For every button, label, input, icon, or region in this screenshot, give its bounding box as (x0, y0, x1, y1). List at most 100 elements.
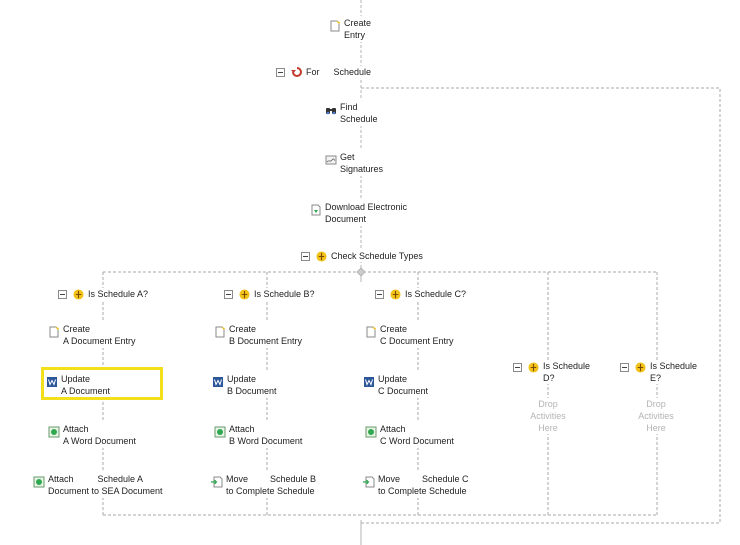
check-schedule-types-header[interactable]: Check Schedule Types (299, 250, 425, 262)
drop-text-line1: Drop (646, 399, 666, 409)
binoculars-icon (326, 108, 336, 115)
activity-label-right: Schedule A (97, 474, 144, 484)
drop-text-line2: Activities (638, 411, 674, 421)
attach-document-icon (48, 426, 60, 438)
condition-label-line2: D? (543, 373, 555, 383)
drop-text-line3: Here (538, 423, 558, 433)
activity-label-line2: to Complete Schedule (378, 486, 467, 496)
activity-label-line2: B Document (227, 386, 277, 396)
download-document-icon (311, 204, 321, 216)
condition-schedule-a[interactable]: Is Schedule A? (56, 288, 151, 300)
activity-label-line1: Update (227, 374, 257, 384)
condition-label: Is Schedule A? (88, 289, 149, 299)
create-c-document-entry-activity[interactable]: Create C Document Entry (363, 322, 456, 348)
condition-schedule-b[interactable]: Is Schedule B? (222, 288, 317, 300)
signature-icon (325, 155, 337, 165)
move-document-icon (363, 476, 375, 488)
loop-icon (291, 67, 302, 77)
activity-label-line2: B Word Document (229, 436, 303, 446)
activity-label-line2: Schedule (340, 114, 378, 124)
collapse-toggle[interactable] (620, 363, 629, 372)
activity-label-line2: C Word Document (380, 436, 454, 446)
new-document-icon (215, 326, 225, 338)
create-b-document-entry-activity[interactable]: Create B Document Entry (212, 322, 305, 348)
activity-label-line2: A Document Entry (63, 336, 136, 346)
activity-label-line1: Get (340, 152, 355, 162)
activity-label-line2: A Document (61, 386, 111, 396)
activity-label-line2: to Complete Schedule (226, 486, 315, 496)
update-a-document-activity[interactable]: Update A Document (44, 372, 113, 398)
activity-label-line1: Update (61, 374, 91, 384)
activity-label-line1: Update (378, 374, 408, 384)
condition-schedule-c[interactable]: Is Schedule C? (373, 288, 469, 300)
create-a-document-entry-activity[interactable]: Create A Document Entry (46, 322, 138, 348)
activity-label-line2: A Word Document (63, 436, 136, 446)
collapse-toggle[interactable] (58, 289, 67, 299)
drop-text-line1: Drop (538, 399, 558, 409)
activity-label-line2: B Document Entry (229, 336, 303, 346)
activity-label-line1: Download Electronic (325, 202, 408, 212)
check-types-label: Check Schedule Types (331, 251, 423, 261)
collapse-toggle[interactable] (224, 289, 233, 299)
decision-icon (635, 362, 646, 373)
activity-label-line1: Create (63, 324, 91, 334)
move-schedule-b-activity[interactable]: Move Schedule B to Complete Schedule (209, 472, 319, 498)
new-document-icon (366, 326, 376, 338)
collapse-toggle[interactable] (375, 289, 384, 299)
activity-label-line2: C Document (378, 386, 429, 396)
collapse-toggle[interactable] (513, 363, 522, 372)
activity-label-left: Attach (48, 474, 74, 484)
selected-activity-highlight (41, 367, 163, 400)
collapse-toggle[interactable] (276, 67, 285, 77)
activity-label-right: Schedule C (422, 474, 469, 484)
for-variable: Schedule (333, 67, 372, 77)
activity-label-line2: Signatures (340, 164, 384, 174)
activity-label-line1: Find (340, 102, 358, 112)
move-document-icon (211, 476, 223, 488)
collapse-toggle[interactable] (301, 251, 310, 261)
attach-b-word-document-activity[interactable]: Attach B Word Document (212, 422, 305, 448)
for-loop-header[interactable]: For Schedule (274, 66, 374, 78)
word-document-icon (213, 377, 223, 387)
drop-activities-placeholder-d[interactable]: Drop Activities Here (523, 398, 573, 434)
condition-label: Is Schedule C? (405, 289, 467, 299)
attach-c-word-document-activity[interactable]: Attach C Word Document (363, 422, 456, 448)
new-document-icon (49, 326, 59, 338)
condition-label-line1: Is Schedule (650, 361, 698, 371)
condition-label: Is Schedule B? (254, 289, 315, 299)
activity-label-line1: Create (344, 18, 372, 28)
activity-label-left: Move (226, 474, 249, 484)
drop-activities-placeholder-e[interactable]: Drop Activities Here (631, 398, 681, 434)
decision-icon (239, 288, 250, 300)
decision-icon (528, 362, 539, 373)
drop-text-line3: Here (646, 423, 666, 433)
activity-label-line2: C Document Entry (380, 336, 454, 346)
attach-document-icon (365, 426, 377, 438)
attach-document-icon (33, 476, 45, 488)
new-document-icon (330, 20, 340, 32)
for-keyword: For (306, 67, 320, 77)
activity-label-line1: Create (380, 324, 408, 334)
update-b-document-activity[interactable]: Update B Document (210, 372, 279, 398)
activity-label-line1: Attach (229, 424, 255, 434)
attach-document-icon (214, 426, 226, 438)
decision-icon (73, 288, 84, 300)
update-c-document-activity[interactable]: Update C Document (361, 372, 431, 398)
condition-label-line2: E? (650, 373, 662, 383)
activity-label-line1: Create (229, 324, 257, 334)
drop-text-line2: Activities (530, 411, 566, 421)
word-document-icon (364, 377, 374, 387)
activity-label-line1: Attach (380, 424, 406, 434)
activity-label-right: Schedule B (270, 474, 317, 484)
decision-icon (316, 250, 327, 262)
